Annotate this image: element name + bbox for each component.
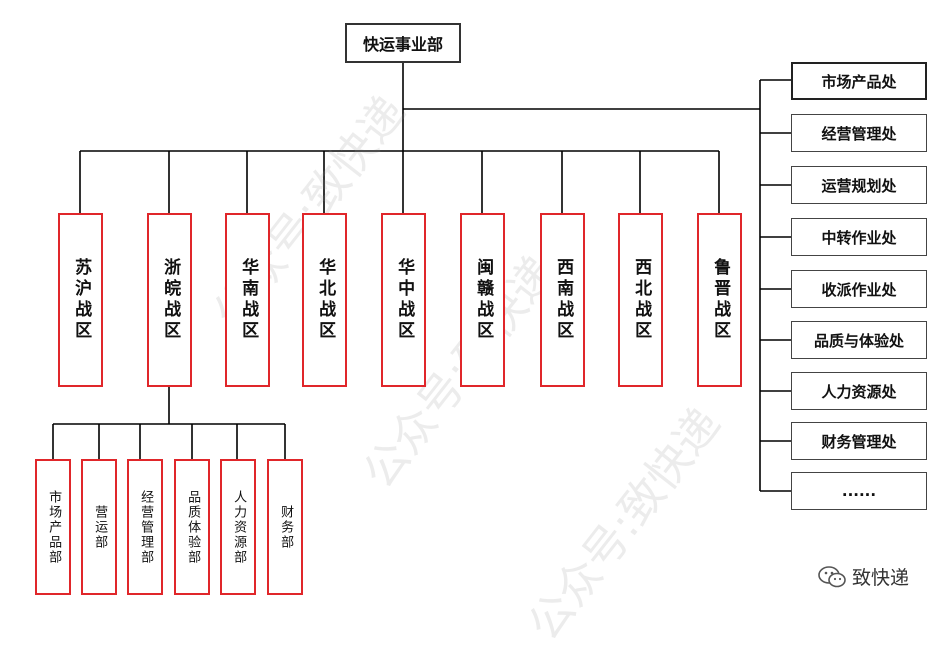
department-node: 财务部: [267, 459, 303, 595]
office-node: 人力资源处: [791, 372, 927, 410]
region-node: 华南战区: [225, 213, 270, 387]
office-node: 运营规划处: [791, 166, 927, 204]
region-node: 西北战区: [618, 213, 663, 387]
wechat-icon: [818, 565, 846, 588]
office-node: 中转作业处: [791, 218, 927, 256]
region-node: 闽赣战区: [460, 213, 505, 387]
region-node: 华北战区: [302, 213, 347, 387]
office-node: 经营管理处: [791, 114, 927, 152]
office-node: 品质与体验处: [791, 321, 927, 359]
office-node: 市场产品处: [791, 62, 927, 100]
connector-lines: [52, 62, 791, 492]
department-node: 市场产品部: [35, 459, 71, 595]
root-node: 快运事业部: [345, 23, 461, 63]
office-node: ......: [791, 472, 927, 510]
department-node: 人力资源部: [220, 459, 256, 595]
department-node: 品质体验部: [174, 459, 210, 595]
department-node: 营运部: [81, 459, 117, 595]
brand-name: 致快递: [852, 567, 910, 589]
region-node: 浙皖战区: [147, 213, 192, 387]
office-node: 财务管理处: [791, 422, 927, 460]
region-node: 鲁晋战区: [697, 213, 742, 387]
department-node: 经营管理部: [127, 459, 163, 595]
region-node: 华中战区: [381, 213, 426, 387]
office-node: 收派作业处: [791, 270, 927, 308]
region-node: 苏沪战区: [58, 213, 103, 387]
region-node: 西南战区: [540, 213, 585, 387]
brand-mark: 致快递: [818, 563, 909, 590]
